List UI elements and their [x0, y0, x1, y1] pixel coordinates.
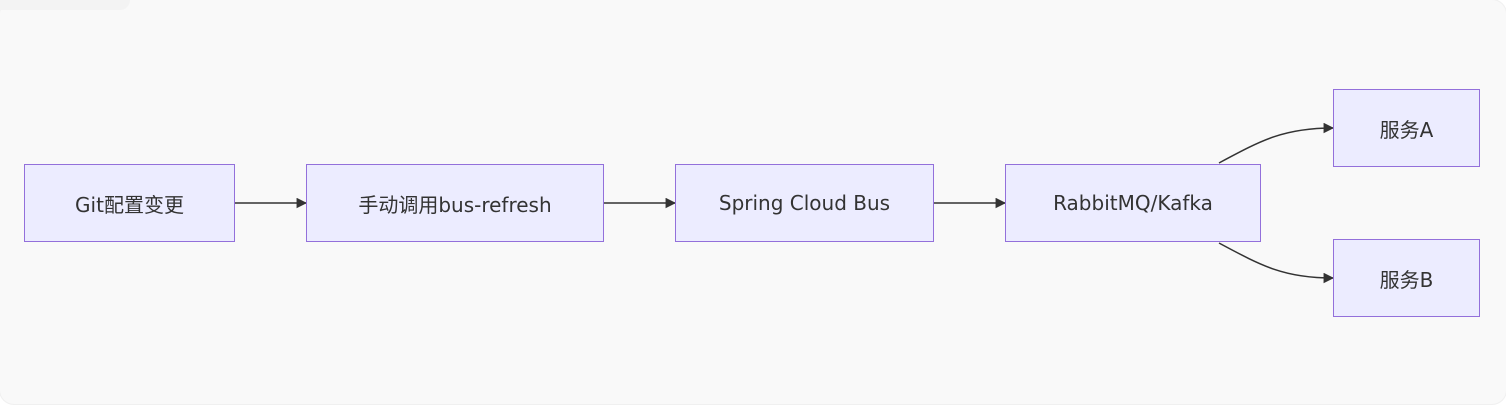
edge-mq-to-service-a	[1218, 122, 1335, 164]
node-spring-cloud-bus: Spring Cloud Bus	[675, 164, 934, 242]
node-service-b-label: 服务B	[1379, 267, 1434, 292]
node-manual-bus-refresh: 手动调用bus-refresh	[306, 164, 604, 242]
node-git-config-change: Git配置变更	[24, 164, 235, 242]
node-manual-bus-refresh-label: 手动调用bus-refresh	[358, 192, 552, 217]
node-service-a-label: 服务A	[1379, 117, 1434, 142]
node-spring-cloud-bus-label: Spring Cloud Bus	[718, 191, 891, 215]
node-message-queue: RabbitMQ/Kafka	[1005, 164, 1261, 242]
node-git-config-change-label: Git配置变更	[75, 192, 184, 217]
node-message-queue-label: RabbitMQ/Kafka	[1053, 191, 1213, 215]
edge-mq-to-service-b	[1218, 242, 1335, 284]
node-service-b: 服务B	[1333, 239, 1480, 317]
node-service-a: 服务A	[1333, 89, 1480, 167]
corner-tab	[0, 0, 130, 10]
